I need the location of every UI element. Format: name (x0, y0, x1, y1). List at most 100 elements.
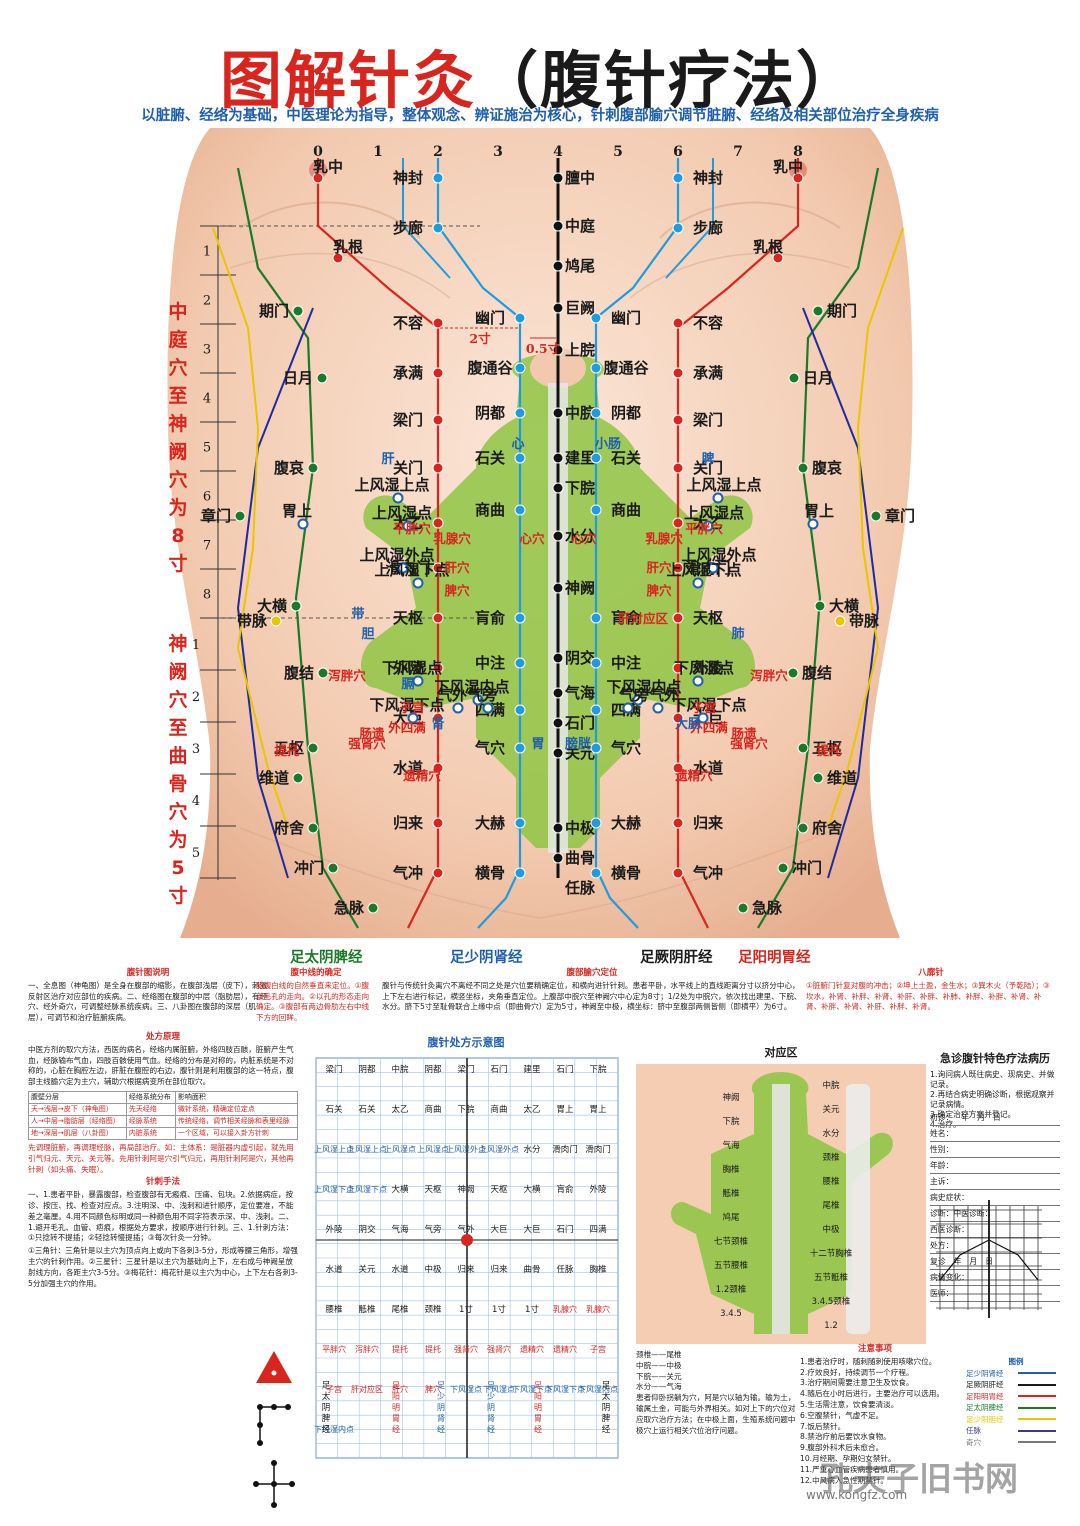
duiying-legend-item: 颈椎——尾椎 (636, 1350, 682, 1359)
record-field-line[interactable]: 处方： (930, 1238, 1060, 1254)
record-field-line[interactable]: 医师： (930, 1286, 1060, 1302)
dy-label-1.2颈椎: 1.2颈椎 (716, 1284, 747, 1295)
title-main: 图解针灸 (219, 44, 476, 117)
record-field-line[interactable]: 主诉： (930, 1174, 1060, 1190)
rx-foot-char: 明 (392, 1403, 400, 1412)
point-L-大巨 (432, 712, 444, 724)
point-L-神封 (432, 172, 444, 184)
point-L-维道 (292, 772, 304, 784)
column-number-6: 6 (673, 144, 683, 160)
special-points: 上风湿上点上风湿上点上风湿点上风湿点上风湿外点上风湿外点上风湿下点上风湿下点下风… (274, 476, 842, 783)
rx-label-阴都: 阴都 (424, 1065, 442, 1075)
sp-R-上风湿上点 (712, 492, 724, 504)
side-upper-char: 穴 (168, 469, 188, 491)
label-L-承满: 承满 (393, 364, 423, 382)
record-field-line[interactable]: 年龄： (930, 1158, 1060, 1174)
side-upper-char: 阙 (168, 441, 188, 463)
rx-foot-label: 足阳明胃经 (534, 1381, 542, 1434)
panel-chufang-text: 中医方剂的取穴方法，西医的病名，经络内属脏腑，外络四肢百骸，脏腑产生气血，经脉输… (28, 1044, 294, 1087)
dy-label-气海: 气海 (722, 1140, 740, 1151)
point-L-五枢 (307, 742, 319, 754)
record-legend-label: 足厥阴肝经 (966, 1380, 1004, 1389)
rx-label-任脉: 任脉 (556, 1264, 574, 1275)
panel-dingwei-title: 腹部腧穴定位 (566, 968, 618, 978)
record-field-line[interactable]: 性别： (930, 1142, 1060, 1158)
record-field-line[interactable]: 西医诊断： (930, 1222, 1060, 1238)
label-L-步廊: 步廊 (393, 219, 423, 237)
panel-zhongxian: 腹中线的确定 随腹白线的自然垂直来定位。①腹部毛孔的走向。②以孔的形态走向确定。… (256, 968, 376, 1026)
point-L-冲门 (327, 862, 339, 874)
rx-shenque-dot (461, 1234, 473, 1246)
label-R-章门: 章门 (885, 507, 915, 525)
label-巨阙: 巨阙 (565, 299, 595, 317)
sp-label-R-胃上: 胃上 (804, 502, 834, 520)
panel-shuoming-title: 腹针图说明 (126, 968, 170, 978)
point-R-滑肉门 (672, 562, 684, 574)
label-R-五枢: 五枢 (812, 739, 842, 757)
dy-label-关元: 关元 (822, 1104, 840, 1115)
rx-foot-char: 阴 (322, 1403, 331, 1413)
label-L-关门: 关门 (393, 459, 423, 477)
meridian-legend-item: 足太阴脾经 (290, 950, 363, 966)
point-气海 (552, 687, 564, 699)
point-L-大赫 (514, 817, 526, 829)
record-note: 11.严重心血管疾病患者慎用。 (800, 1464, 904, 1474)
record-field-label: 年 (953, 1257, 962, 1266)
label-中脘: 中脘 (565, 404, 595, 422)
layer-table-cell: 天→浅层→皮下（神龟图） (28, 1102, 127, 1116)
point-神阙 (552, 582, 564, 594)
sp-label-R-上风湿上点: 上风湿上点 (686, 476, 761, 494)
point-R-外陵 (672, 662, 684, 674)
panel-bagua: 八廓针 ①脏腑门针复对腹的冲击；②坤上土盈，金生水；③巽木火（予乾陆）；③坎水，… (806, 968, 1056, 1015)
record-note: 6.空腹禁针，气虚不足。 (800, 1410, 884, 1420)
point-L-中注 (514, 657, 526, 669)
record-legend-item: 足阳明胃经 (966, 1391, 1066, 1403)
record-field-line[interactable]: 病情变化： (930, 1270, 1060, 1286)
ruler-upper-5: 5 (203, 441, 211, 456)
record-field-line[interactable]: 病史症状： (930, 1190, 1060, 1206)
record-field-label: 日 (992, 1113, 1001, 1122)
record-legend-title: 图例 (1008, 1357, 1024, 1366)
sp-R-上风湿下点 (692, 577, 704, 589)
side-upper-char: 神 (168, 413, 188, 435)
point-R-腹哀 (797, 462, 809, 474)
point-R-水道 (672, 762, 684, 774)
label-L-维道: 维道 (259, 769, 289, 787)
point-L-阴都 (514, 407, 526, 419)
point-R-归来 (672, 817, 684, 829)
record-legend-label: 足阳明胃经 (966, 1391, 1004, 1401)
point-L-带脉 (270, 615, 282, 627)
rx-label-1寸: 1寸 (525, 1304, 539, 1315)
record-field-label: 初诊： (930, 1113, 954, 1122)
record-field-line[interactable]: 姓名： (930, 1126, 1060, 1142)
rx-foot-char: 肾 (437, 1414, 445, 1423)
rx-label-阴交: 阴交 (358, 1224, 376, 1235)
panel-sanjiao-text: ①三角针：三角针是以主穴为顶点向上或向下各刺3-5分，形成等腰三角形，增强主穴的… (28, 1246, 298, 1288)
label-L-阴都: 阴都 (475, 404, 505, 422)
point-R-冲门 (777, 862, 789, 874)
panel-shuoming: 腹针图说明 一、全息图（神龟图）是全身在腹部的缩影，在腹部浅层（皮下），刺激反射… (28, 968, 268, 1026)
record-field-line[interactable]: 初诊：年月日 (930, 1110, 1060, 1126)
rx-label-上风湿外点: 上风湿外点 (446, 1144, 486, 1154)
record-legend: 图例 足少阴肾经足厥阴肝经足阳明胃经足太阴脾经足少阳胆经任脉奇穴 (966, 1356, 1066, 1448)
label-L-章门: 章门 (201, 507, 231, 525)
point-R-气穴 (590, 742, 602, 754)
zone-肾: 肾 (431, 717, 445, 732)
rx-label-颈椎: 颈椎 (424, 1304, 442, 1315)
record-field-line[interactable]: 诊断：中医诊断： (930, 1206, 1060, 1222)
label-L-石关: 石关 (474, 449, 505, 467)
sp-label-R-气旁: 气旁 (618, 686, 649, 704)
label-任脉: 任脉 (564, 879, 596, 897)
rx-label-尾椎: 尾椎 (391, 1304, 409, 1315)
dy-label-3.4.5: 3.4.5 (720, 1309, 742, 1319)
rx-foot-char: 太 (602, 1391, 611, 1402)
side-lower-char: 阙 (168, 661, 188, 683)
label-R-日月: 日月 (803, 369, 833, 387)
rx-label-中脘: 中脘 (391, 1064, 409, 1075)
rx-foot-char: 足 (534, 1381, 542, 1390)
sp-label-L-外四满: 外四满 (387, 720, 426, 735)
label-L-带脉: 带脉 (237, 612, 268, 630)
sp-L-胃上 (297, 518, 309, 530)
panel-shuoming-text: 一、全息图（神龟图）是全身在腹部的缩影，在腹部浅层（皮下），刺激反射区治疗对应部… (28, 980, 268, 1023)
sp-label-R-泻胖穴: 泻胖穴 (750, 668, 788, 683)
